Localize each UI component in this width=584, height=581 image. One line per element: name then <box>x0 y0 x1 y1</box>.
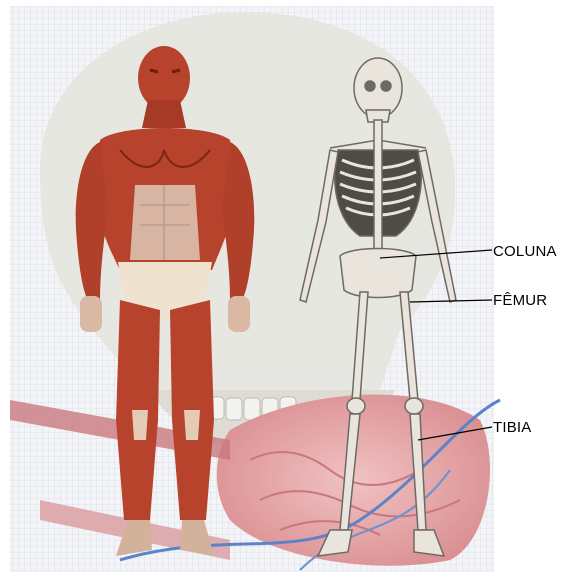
label-tibia: TIBIA <box>493 420 532 435</box>
label-coluna: COLUNA <box>493 244 557 259</box>
label-femur: FÊMUR <box>493 293 547 308</box>
